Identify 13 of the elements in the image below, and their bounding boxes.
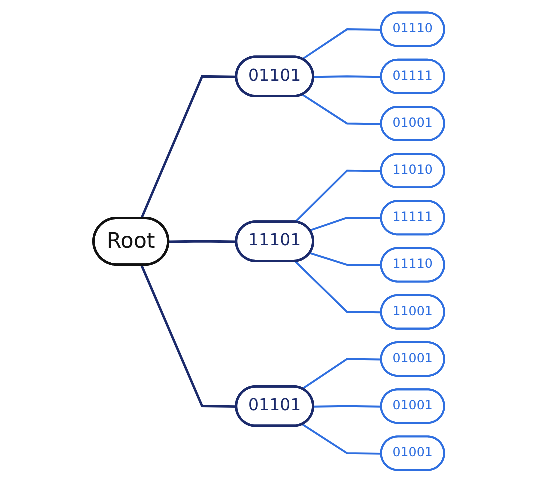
connector (310, 252, 382, 266)
connector (310, 216, 382, 232)
connector (140, 264, 238, 408)
connector (302, 358, 382, 390)
connector (169, 240, 238, 244)
connector (295, 260, 382, 314)
connector (314, 76, 382, 78)
connector (140, 75, 238, 220)
connector (302, 94, 382, 126)
connector (314, 405, 382, 408)
connector (295, 170, 382, 224)
connector (302, 28, 382, 60)
connector (302, 424, 382, 455)
